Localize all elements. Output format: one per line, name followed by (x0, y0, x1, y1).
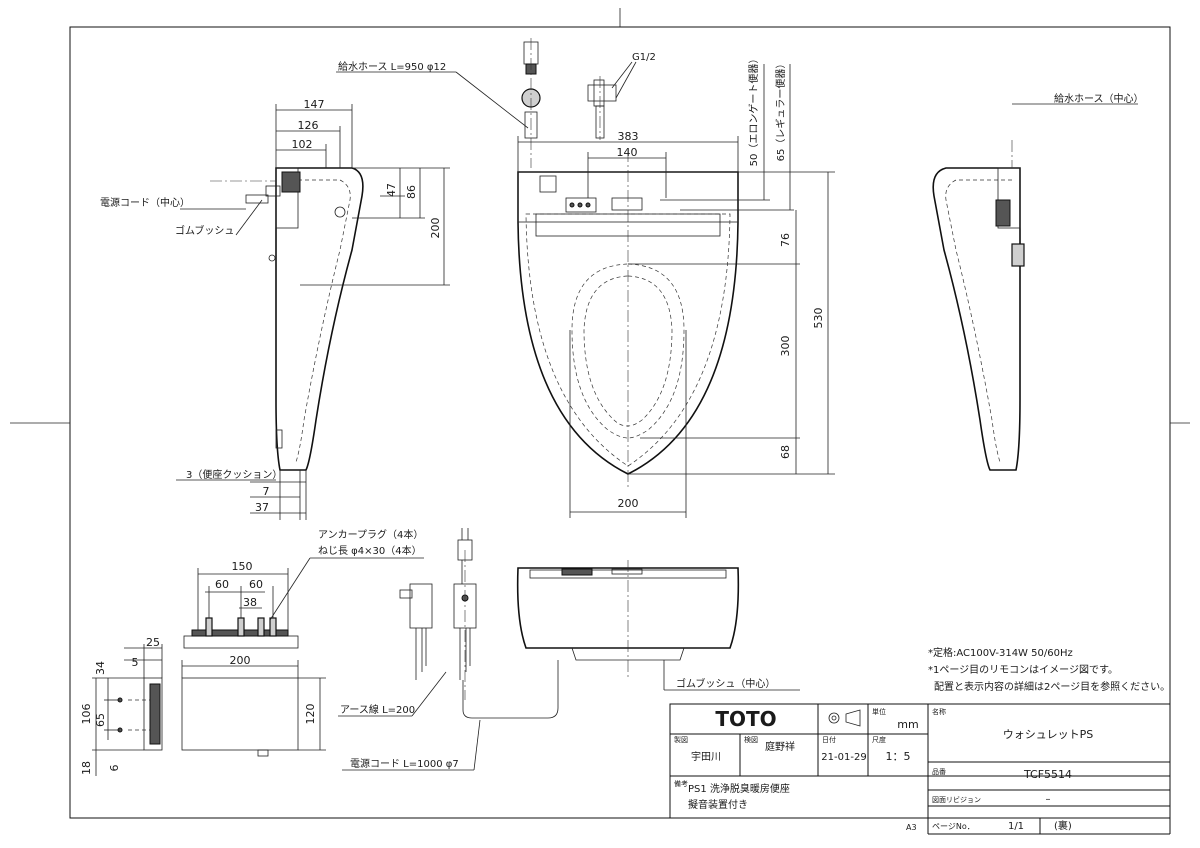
label-screw-length: ねじ長 φ4×30（4本） (318, 544, 422, 557)
front-view (516, 560, 800, 691)
label-water-hose-center: 給水ホース（中心） (1054, 92, 1144, 105)
dim-top-68: 68 (779, 445, 792, 459)
remarks-header: 備考 (674, 779, 688, 788)
label-power-cord-center: 電源コード（中心） (100, 196, 190, 209)
cord-plug-view (338, 528, 559, 771)
drawn-header: 製図 (674, 735, 688, 744)
dim-side-147: 147 (304, 98, 325, 111)
part-no-header: 品番 (932, 768, 946, 776)
dim-plate-60b: 60 (249, 578, 263, 591)
left-side-view (176, 104, 450, 520)
label-rubber-bush: ゴムブッシュ (175, 224, 234, 237)
product-name: ウォシュレットPS (1003, 728, 1093, 741)
unit-value: mm (897, 718, 918, 731)
dim-plate-150: 150 (232, 560, 253, 573)
revision-header: 図面リビジョン (932, 795, 981, 804)
page-value: 1/1 (1008, 821, 1024, 832)
label-water-hose-length: 給水ホース L=950 φ12 (338, 60, 446, 73)
dim-top-140: 140 (617, 146, 638, 159)
remarks-line-1: PS1 洗浄脱臭暖房便座 (688, 782, 790, 795)
drawn-by: 宇田川 (691, 750, 721, 763)
dim-plate-60a: 60 (215, 578, 229, 591)
dim-plate-65: 65 (94, 713, 107, 727)
note-see-page-2: 配置と表示内容の詳細は2ページ目を参照ください。 (934, 680, 1170, 693)
dim-plate-106: 106 (80, 704, 93, 725)
note-rating: *定格:AC100V-314W 50/60Hz (928, 646, 1073, 659)
plate-views (92, 557, 424, 776)
dim-side-102: 102 (292, 138, 313, 151)
name-header: 名称 (932, 707, 946, 716)
dim-top-76: 76 (779, 233, 792, 247)
dim-top-383: 383 (618, 130, 639, 143)
label-anchor-plug: アンカープラグ（4本） (318, 528, 423, 541)
date-header: 日付 (822, 735, 836, 744)
date-value: 21-01-29 (821, 752, 866, 763)
scale-header: 尺度 (872, 735, 886, 744)
top-view (336, 38, 835, 518)
scale-value: 1：5 (886, 750, 911, 763)
dim-plate-6: 6 (108, 765, 121, 772)
dim-plate-5: 5 (132, 656, 139, 669)
brand-logo: TOTO (715, 707, 776, 731)
note-remote-image: *1ページ目のリモコンはイメージ図です。 (928, 664, 1118, 676)
page-suffix: (裏) (1054, 819, 1072, 832)
unit-header: 単位 (872, 707, 886, 716)
dim-top-200: 200 (618, 497, 639, 510)
checked-by: 庭野祥 (765, 740, 795, 753)
dim-side-37: 37 (255, 501, 269, 514)
label-regular-seat: 65（レギュラー便器） (774, 59, 787, 162)
page-label: ページNo． (932, 822, 975, 831)
dim-side-86: 86 (405, 185, 418, 199)
dim-side-200: 200 (429, 218, 442, 239)
dim-plate-200: 200 (230, 654, 251, 667)
dim-top-300: 300 (779, 336, 792, 357)
dim-side-7: 7 (263, 485, 270, 498)
label-elongate-seat: 50（エロンゲート便器） (747, 54, 760, 167)
dim-side-126: 126 (298, 119, 319, 132)
label-rubber-bush-center: ゴムブッシュ（中心） (676, 677, 775, 690)
part-number: TCF5514 (1023, 768, 1072, 781)
dim-plate-120: 120 (304, 704, 317, 725)
sheet-size: A3 (906, 823, 917, 832)
label-earth-wire: アース線 L=200 (340, 703, 415, 716)
title-block (669, 703, 1171, 819)
dim-plate-34: 34 (94, 661, 107, 675)
label-power-cord-length: 電源コード L=1000 φ7 (350, 757, 459, 770)
label-seat-cushion: 3（便座クッション） (186, 468, 282, 481)
checked-header: 検図 (744, 735, 758, 744)
dim-plate-18: 18 (80, 761, 93, 775)
dim-plate-25: 25 (146, 636, 160, 649)
label-thread-size: G1/2 (632, 52, 656, 63)
dim-top-530: 530 (812, 308, 825, 329)
remarks-line-2: 擬音装置付き (688, 798, 748, 811)
dim-side-47: 47 (385, 183, 398, 197)
revision-value: – (1046, 794, 1051, 805)
dim-plate-38: 38 (243, 596, 257, 609)
right-side-view (932, 103, 1138, 471)
